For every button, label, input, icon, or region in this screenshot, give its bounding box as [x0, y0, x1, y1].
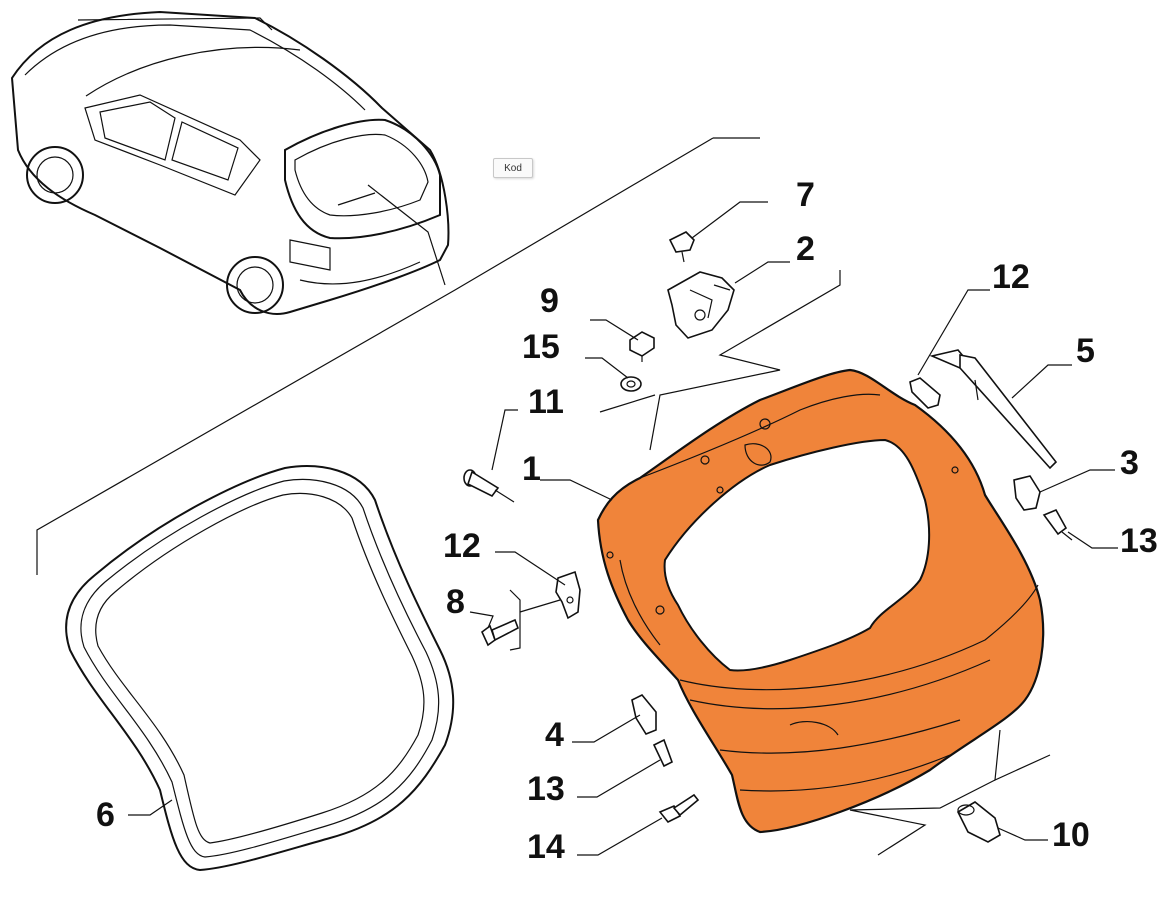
callout-13-right: 13: [1120, 522, 1158, 560]
rivet-part-11: [463, 469, 515, 503]
screw-part-7: [668, 231, 695, 263]
callout-6: 6: [96, 796, 115, 834]
callout-9: 9: [540, 282, 559, 320]
callout-4: 4: [545, 716, 564, 754]
callout-8: 8: [446, 583, 465, 621]
callout-13-lower: 13: [527, 770, 565, 808]
hinge-part-12-lower: [555, 570, 581, 620]
callout-10: 10: [1052, 816, 1090, 854]
latch-part-2: [667, 271, 735, 339]
callout-labels: 1 2 3 4 5 6 7 8 9 10 11 12 12 13 13 14 1…: [96, 176, 1158, 866]
fastener-part-14: [658, 793, 700, 824]
callout-12-lower: 12: [443, 527, 481, 565]
car-overview-illustration: [10, 10, 450, 315]
pin-part-13-right: [1042, 508, 1073, 541]
bracket-part-3: [1013, 475, 1041, 511]
callout-12-upper: 12: [992, 258, 1030, 296]
tailgate-seal-part-6: [65, 465, 455, 872]
callout-15: 15: [522, 328, 560, 366]
callout-14: 14: [527, 828, 565, 866]
gas-strut-part-5: [929, 349, 1058, 470]
callout-7: 7: [796, 176, 815, 214]
leader-lines: [128, 201, 1118, 856]
bolt-part-8: [481, 618, 519, 647]
callout-11: 11: [528, 383, 564, 421]
callout-2: 2: [796, 230, 815, 268]
hinge-part-12-upper: [909, 377, 941, 409]
callout-5: 5: [1076, 332, 1095, 370]
bracket-part-4: [631, 693, 657, 735]
tailgate-window-opening: [663, 438, 931, 672]
bump-stop-part-10: [956, 801, 1001, 843]
kod-badge[interactable]: Kod: [493, 158, 533, 178]
callout-1: 1: [522, 450, 541, 488]
kod-badge-label: Kod: [504, 162, 522, 174]
washer-part-15: [620, 376, 642, 392]
nut-part-9: [629, 331, 655, 362]
pin-part-13-lower: [652, 738, 673, 768]
frame-lines: [36, 137, 1051, 856]
callout-3: 3: [1120, 444, 1139, 482]
tailgate-part-1: [596, 368, 1045, 834]
